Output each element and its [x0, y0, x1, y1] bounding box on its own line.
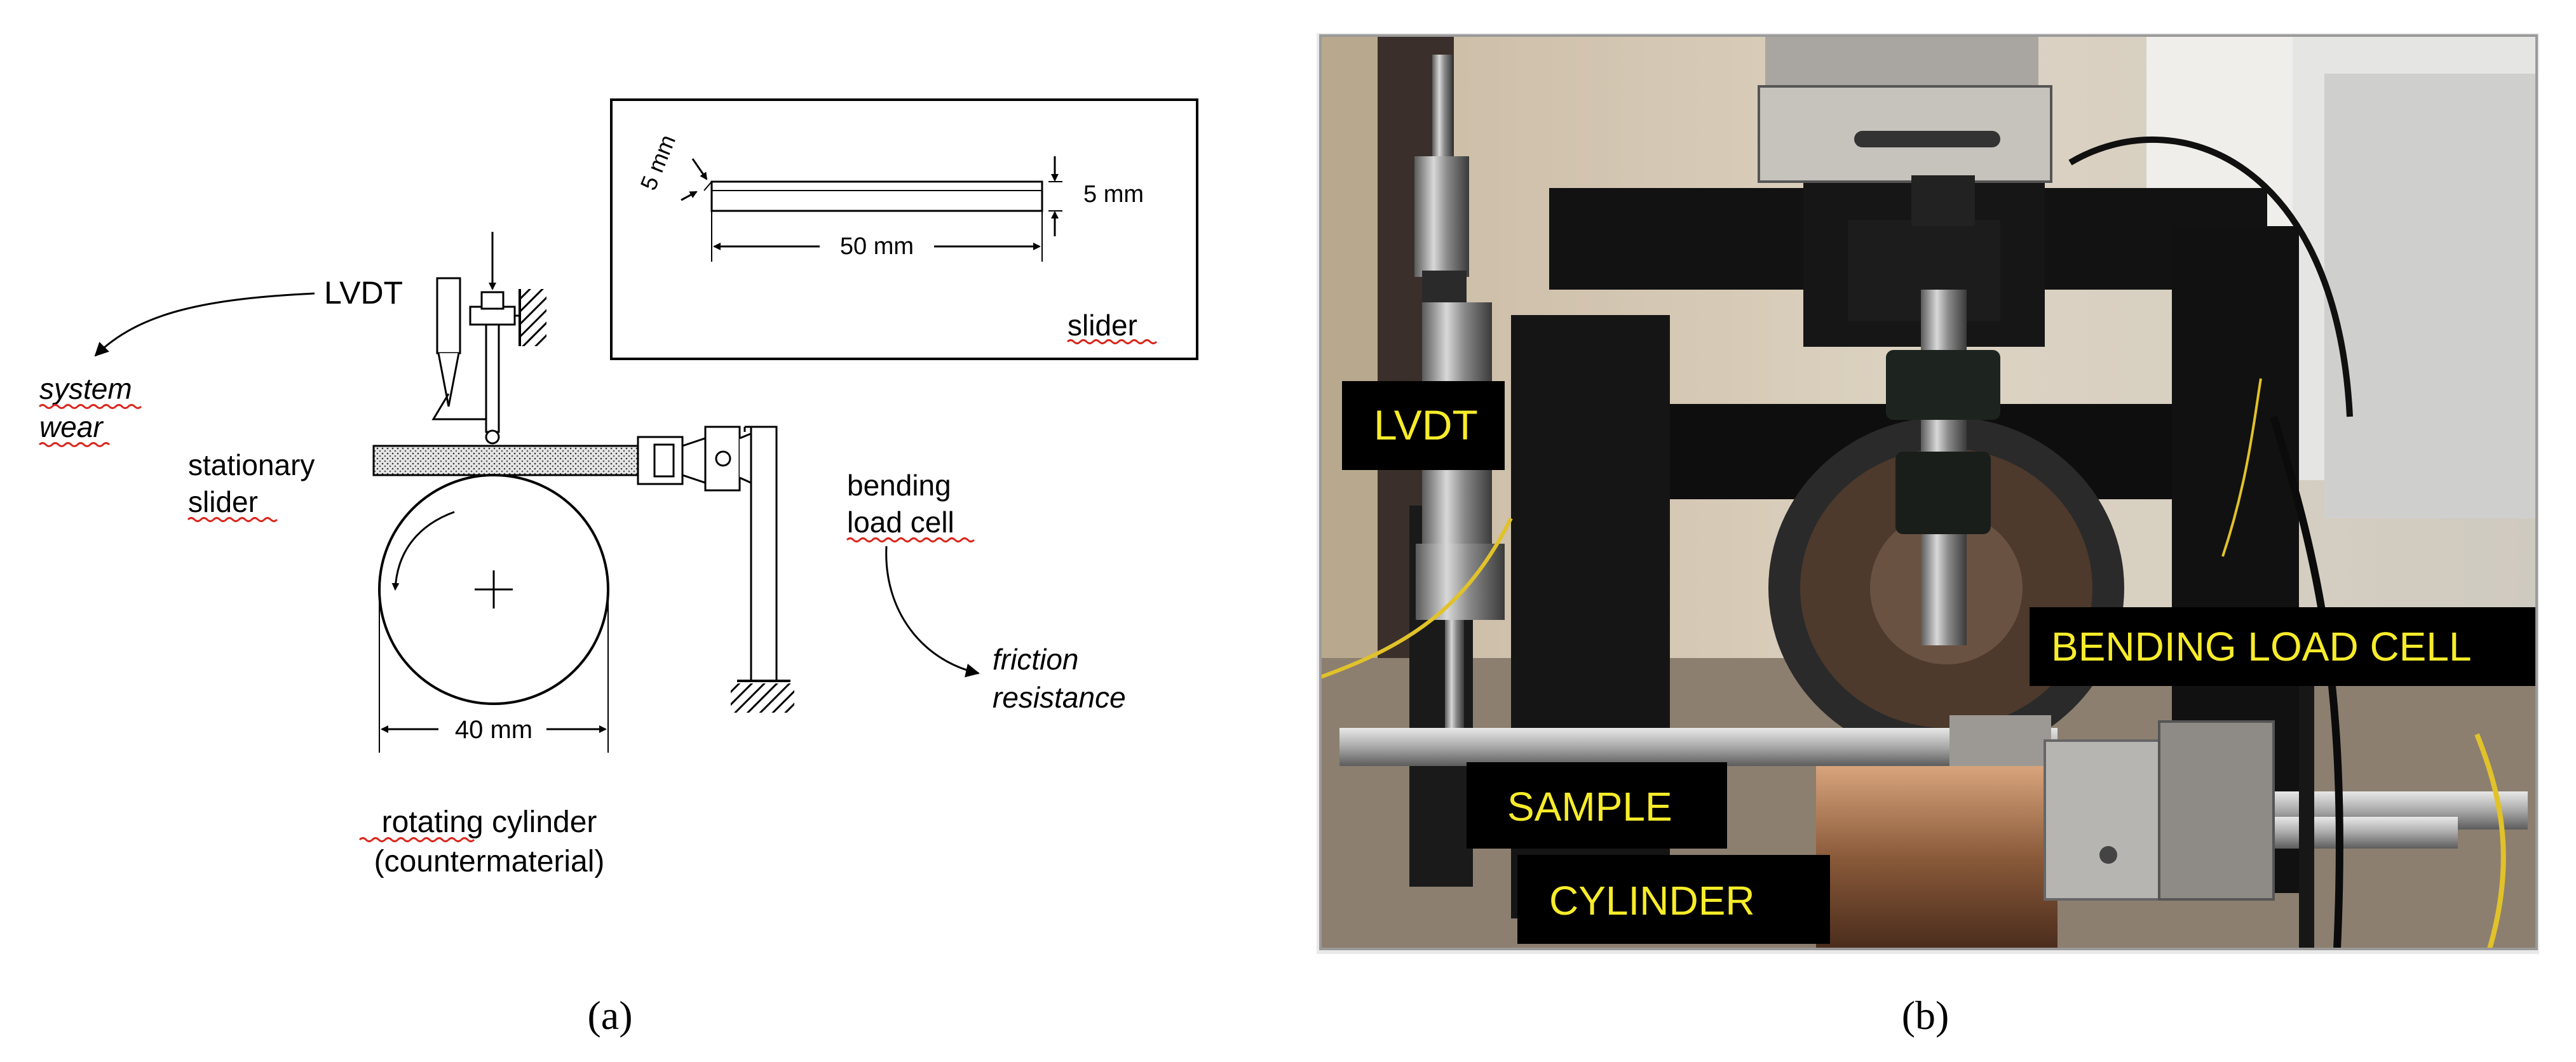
rod-contact-ball [485, 429, 500, 445]
stationary-slider-label-2: slider [188, 485, 258, 518]
lvdt-body [436, 277, 461, 354]
spellcheck-underline [38, 404, 142, 409]
photo-label-sample-text: SAMPLE [1507, 784, 1672, 830]
friction-resistance-label-1: friction [993, 643, 1078, 676]
photo-label-bending-load-cell-text: BENDING LOAD CELL [2051, 624, 2472, 669]
friction-resistance-label-2: resistance [993, 681, 1126, 714]
load-cell-to-friction-arrow [885, 546, 980, 678]
inset-chamfer [703, 181, 712, 191]
inset-frame [610, 98, 1198, 360]
lvdt-to-wear-arrow [94, 292, 315, 357]
width-dim-arrow-bottom [681, 191, 698, 201]
lvdt-assembly [431, 232, 546, 445]
lvdt-tip [437, 353, 460, 407]
stationary-slider-bar [372, 445, 680, 476]
load-rod-cap [480, 291, 505, 310]
height-dim-label: 5 mm [1083, 181, 1144, 208]
stationary-slider-label-1: stationary [188, 448, 315, 481]
photo-label-bending-load-cell: BENDING LOAD CELL [2030, 607, 2537, 686]
photo-frame [1319, 34, 2538, 950]
photo-label-cylinder: CYLINDER [1517, 855, 1830, 944]
bending-load-cell-label-1: bending [847, 469, 951, 502]
spellcheck-underline [1066, 339, 1158, 344]
width-dim-arrow-top [691, 158, 708, 180]
bending-load-cell-label-2: load cell [847, 506, 954, 539]
photo-label-lvdt: LVDT [1342, 381, 1505, 470]
rotating-cylinder [378, 474, 609, 705]
length-dim-label: 50 mm [840, 233, 914, 260]
system-wear-label-2: wear [39, 410, 104, 443]
rotation-arrow [391, 511, 455, 591]
panel-b-photo: LVDT BENDING LOAD CELL SAMPLE CYLINDER (… [1317, 33, 2539, 1038]
bending-load-cell-column [731, 426, 794, 713]
spellcheck-underline [187, 517, 278, 522]
wall-hatch [521, 289, 546, 346]
cylinder-width-label: 40 mm [455, 716, 532, 744]
spellcheck-underline [846, 537, 975, 542]
load-rod-collar [469, 306, 516, 326]
panel-b-caption: (b) [1902, 993, 1949, 1038]
photo-label-sample: SAMPLE [1467, 762, 1727, 849]
system-wear-label-1: system [39, 372, 132, 405]
photo-label-lvdt-text: LVDT [1374, 401, 1478, 448]
lvdt-pointer [431, 393, 491, 420]
spellcheck-underline [358, 837, 475, 842]
rotating-cylinder-label-1: rotating cylinder [382, 805, 597, 839]
photo-label-cylinder-text: CYLINDER [1549, 878, 1755, 924]
lvdt-label: LVDT [324, 275, 403, 311]
panel-a-caption: (a) [587, 993, 632, 1038]
photo-area: LVDT BENDING LOAD CELL SAMPLE CYLINDER [1320, 36, 2537, 949]
inset-title: slider [1068, 309, 1137, 342]
slider-inset: 5 mm 5 mm 50 mm slider [610, 98, 1198, 360]
rotating-cylinder-label-2: (countermaterial) [374, 845, 605, 878]
inset-slider-bar [710, 180, 1043, 212]
panel-a-schematic: 5 mm 5 mm 50 mm slider [38, 98, 1198, 1038]
spellcheck-underline [38, 442, 111, 447]
